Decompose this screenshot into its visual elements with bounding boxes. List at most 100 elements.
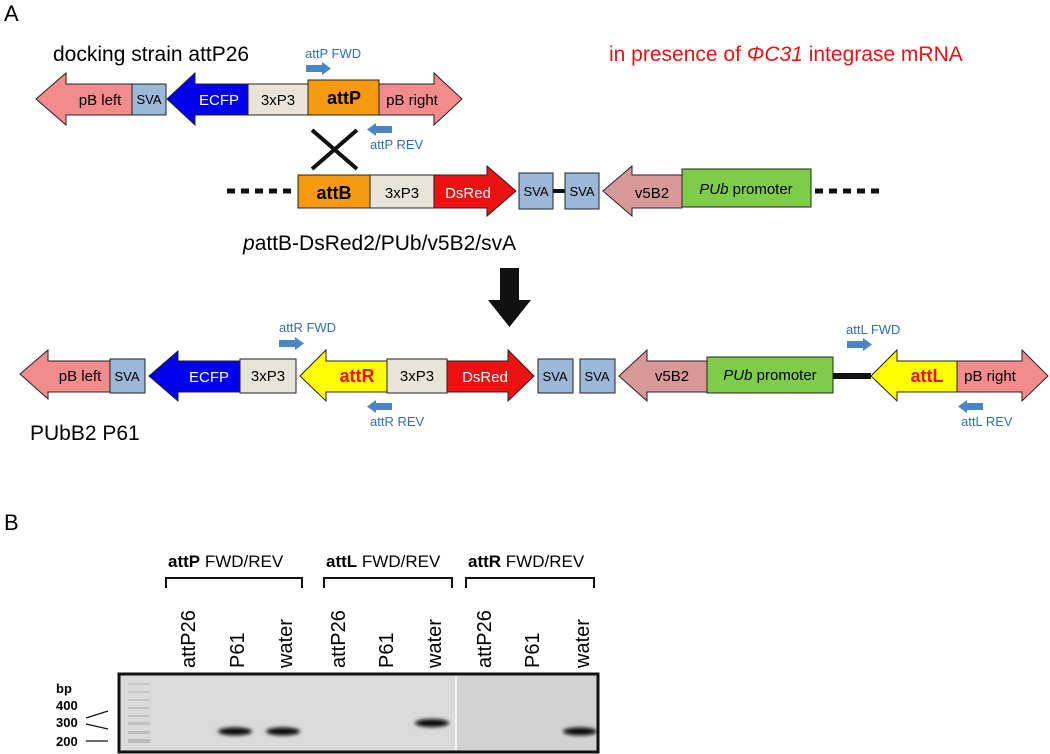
- lane-labels: attP26 P61 water attP26 P61 water attP26…: [178, 610, 594, 669]
- primer-arrow-left-icon: [367, 123, 376, 136]
- ladder-tick: [85, 723, 109, 730]
- x3p3-box: [247, 83, 309, 116]
- gel-image: [117, 672, 600, 754]
- group-bracket: [323, 577, 453, 588]
- attb-label: attB: [317, 183, 352, 203]
- gel-right: [457, 676, 596, 750]
- down-arrow-icon: [488, 268, 531, 327]
- lane-label: water: [275, 619, 297, 669]
- group-header-attl: attL FWD/REV: [326, 552, 441, 571]
- lane-label: P61: [376, 632, 398, 668]
- sva-label: SVA: [584, 369, 609, 384]
- sva-box: [109, 358, 146, 394]
- attl-label: attL: [911, 366, 944, 386]
- panel-b-label: B: [4, 510, 19, 535]
- ladder-mark-200: 200: [56, 734, 78, 749]
- primer-arrow-right-icon: [295, 337, 304, 350]
- group-bracket: [465, 577, 595, 588]
- group-header-attr: attR FWD/REV: [468, 552, 585, 571]
- primer-shaft: [376, 403, 392, 410]
- pb-right-label: pB right: [386, 92, 439, 109]
- integrase-note: in presence of ΦC31 integrase mRNA: [609, 43, 963, 66]
- lane-label: P61: [227, 632, 249, 668]
- plasmid-construct: attB 3xP3 DsRed SVA SVA v5B2 PUb promote…: [227, 164, 884, 218]
- attp-rev-label: attP REV: [370, 137, 424, 152]
- ecfp-label: ECFP: [189, 369, 229, 386]
- plasmid-name: pattB-DsRed2/PUb/v5B2/svA: [242, 232, 516, 255]
- v5b2-label: v5B2: [635, 185, 669, 202]
- primer-arrow-left-icon: [367, 400, 376, 413]
- sva-box: [537, 358, 574, 394]
- product-name: PUbB2 P61: [30, 422, 140, 445]
- lane-label: water: [424, 619, 446, 669]
- attl-rev-label: attL REV: [961, 414, 1013, 429]
- x3p3-label: 3xP3: [400, 368, 434, 385]
- ladder-mark-300: 300: [56, 715, 78, 730]
- primer-shaft: [306, 65, 322, 72]
- docking-construct: pB left SVA ECFP 3xP3 attP pB right: [35, 71, 463, 127]
- sva-label: SVA: [136, 92, 161, 107]
- sva-box: [579, 358, 616, 394]
- lane-label: P61: [522, 632, 544, 668]
- primer-arrow-right-icon: [322, 62, 331, 75]
- attp-label: attP: [327, 88, 361, 108]
- primer-shaft: [376, 126, 392, 133]
- x3p3-box: [239, 358, 297, 394]
- gel-band: [415, 719, 449, 727]
- primer-shaft: [847, 341, 863, 348]
- lane-label: water: [572, 619, 594, 669]
- dsred-label: DsRed: [462, 369, 508, 386]
- pb-right-arrow: [378, 71, 463, 127]
- lane-label: attP26: [178, 610, 200, 668]
- pub-promoter-box: [706, 356, 834, 394]
- primer-arrow-left-icon: [958, 400, 967, 413]
- attr-label: attR: [340, 366, 375, 386]
- attp-fwd-label: attP FWD: [305, 46, 361, 61]
- pb-right-label: pB right: [964, 368, 1017, 385]
- docking-strain-title: docking strain attP26: [53, 43, 249, 66]
- primer-shaft: [279, 340, 295, 347]
- group-header-attp: attP FWD/REV: [168, 552, 284, 571]
- pb-left-label: pB left: [79, 92, 122, 109]
- x3p3-label: 3xP3: [261, 92, 295, 109]
- ladder-lane: [128, 683, 150, 743]
- pub-promoter-label: PUb promoter: [723, 367, 816, 384]
- panel-a-label: A: [4, 1, 19, 26]
- gel-bands: [218, 719, 597, 736]
- attb-box: [297, 174, 371, 209]
- sva-label: SVA: [569, 184, 594, 199]
- product-construct: pB left SVA ECFP 3xP3 attR 3xP3 DsRed SV…: [19, 348, 1049, 403]
- pb-right-arrow: [956, 348, 1049, 403]
- x3p3-box: [369, 174, 435, 209]
- dsred-arrow: [446, 348, 535, 403]
- sva-label: SVA: [114, 369, 139, 384]
- primer-shaft: [967, 403, 983, 410]
- sva-box: [131, 83, 167, 116]
- gel-band: [266, 727, 300, 736]
- dsred-label: DsRed: [445, 185, 491, 202]
- pb-left-label: pB left: [59, 368, 102, 385]
- attl-fwd-label: attL FWD: [846, 322, 900, 337]
- lane-label: attP26: [328, 610, 350, 668]
- gel-band: [218, 727, 252, 736]
- attr-fwd-label: attR FWD: [279, 320, 336, 335]
- sva-box: [564, 172, 600, 210]
- sva-label: SVA: [523, 184, 548, 199]
- v5b2-label: v5B2: [655, 368, 689, 385]
- recombination-cross-icon: [310, 128, 359, 171]
- x3p3-label: 3xP3: [251, 368, 285, 385]
- dsred-arrow: [433, 164, 517, 218]
- gel-left: [121, 676, 455, 750]
- pub-promoter-box: [681, 168, 812, 208]
- ecfp-label: ECFP: [199, 92, 239, 109]
- ladder-tick: [85, 710, 109, 719]
- primer-arrow-right-icon: [863, 338, 872, 351]
- attr-rev-label: attR REV: [370, 414, 425, 429]
- lane-label: attP26: [474, 610, 496, 668]
- sva-box: [518, 172, 554, 210]
- x3p3-label: 3xP3: [385, 185, 419, 202]
- group-bracket: [165, 577, 303, 588]
- sva-label: SVA: [542, 369, 567, 384]
- pub-promoter-label: PUb promoter: [699, 181, 792, 198]
